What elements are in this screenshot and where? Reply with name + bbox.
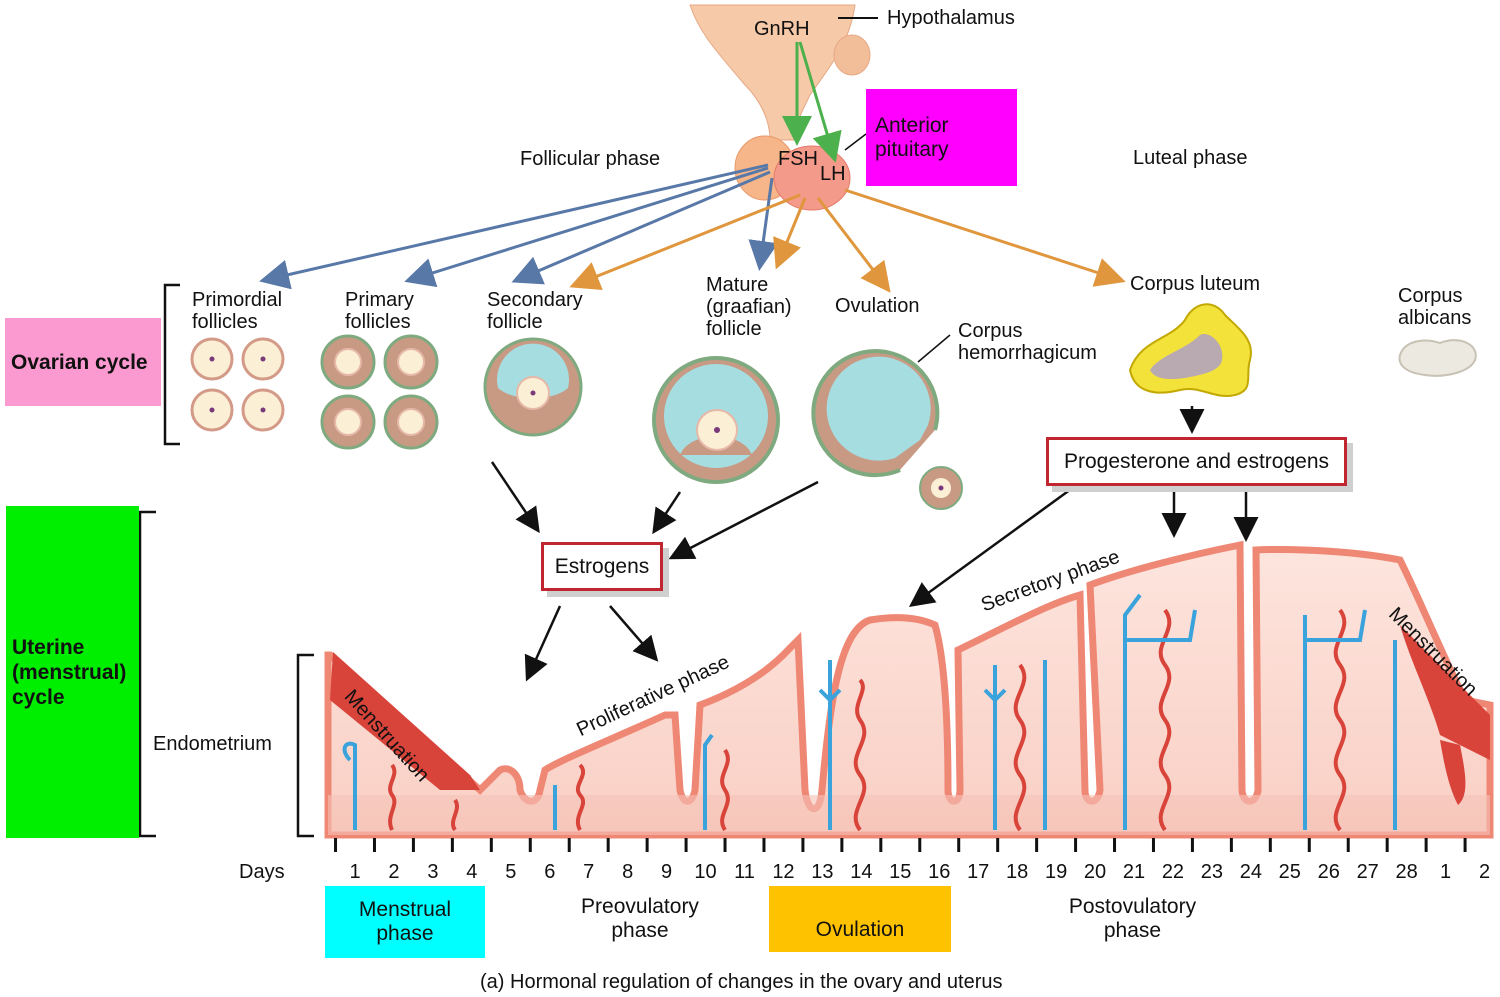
lh-arrows bbox=[569, 188, 1126, 293]
ovulation-follicle-illustration bbox=[811, 334, 963, 510]
lh-label: LH bbox=[820, 163, 846, 185]
day-number: 27 bbox=[1356, 861, 1379, 883]
day-number: 18 bbox=[1006, 861, 1029, 883]
day-number: 9 bbox=[661, 861, 673, 883]
endometrium-label: Endometrium bbox=[153, 733, 272, 755]
day-number: 14 bbox=[850, 861, 873, 883]
corpus-albicans-label: Corpus albicans bbox=[1398, 285, 1472, 329]
corpus-luteum-label: Corpus luteum bbox=[1130, 273, 1261, 295]
days-label: Days bbox=[239, 861, 285, 883]
luteal-phase-label: Luteal phase bbox=[1133, 147, 1248, 169]
preovulatory-phase-label: Preovulatory phase bbox=[581, 895, 699, 942]
corpus-hemorrhagicum-label: Corpus hemorrhagicum bbox=[958, 320, 1097, 364]
day-number: 1 bbox=[1440, 861, 1452, 883]
endometrium-illustration bbox=[324, 540, 1494, 839]
ovarian-bracket bbox=[163, 283, 180, 446]
figure-caption: (a) Hormonal regulation of changes in th… bbox=[480, 971, 1003, 993]
uterine-bracket bbox=[138, 510, 156, 838]
day-number: 4 bbox=[466, 861, 478, 883]
ovulation-phase-box: Ovulation bbox=[769, 886, 951, 952]
postovulatory-phase-label: Postovulatory phase bbox=[1068, 895, 1197, 942]
day-number: 22 bbox=[1161, 861, 1185, 883]
day-number: 3 bbox=[427, 861, 439, 883]
day-number: 24 bbox=[1239, 861, 1262, 883]
day-number: 12 bbox=[772, 861, 795, 883]
mature-follicle-label: Mature (graafian) follicle bbox=[706, 274, 792, 340]
menstrual-phase-box: Menstrual phase bbox=[325, 886, 485, 958]
hormone-flow-arrows bbox=[490, 406, 1259, 682]
day-number: 10 bbox=[694, 861, 717, 883]
follicular-phase-label: Follicular phase bbox=[520, 148, 661, 170]
gnrh-lh-arrow bbox=[798, 41, 842, 163]
uterine-cycle-box: Uterine (menstrual) cycle bbox=[6, 506, 139, 838]
primary-follicles-illustration bbox=[320, 334, 439, 450]
day-number: 28 bbox=[1395, 861, 1418, 883]
day-number: 2 bbox=[1478, 861, 1491, 883]
day-number: 20 bbox=[1083, 861, 1107, 883]
day-number: 2 bbox=[388, 861, 400, 883]
day-number: 16 bbox=[928, 861, 951, 883]
corpus-albicans-illustration bbox=[1398, 339, 1477, 377]
secondary-follicle-label: Secondary follicle bbox=[487, 289, 583, 333]
mature-follicle-illustration bbox=[652, 356, 780, 484]
primary-follicles-label: Primary follicles bbox=[345, 289, 414, 333]
day-ticks bbox=[334, 838, 1467, 852]
estrogens-box: Estrogens bbox=[541, 542, 663, 591]
day-number: 15 bbox=[889, 861, 912, 883]
day-number: 26 bbox=[1317, 861, 1340, 883]
anterior-pituitary-box: Anterior pituitary bbox=[866, 89, 1017, 186]
day-number: 1 bbox=[349, 861, 361, 883]
secondary-follicle-illustration bbox=[483, 337, 583, 437]
hypothalamus-label: Hypothalamus bbox=[887, 7, 1015, 29]
primordial-follicles-label: Primordial follicles bbox=[192, 289, 283, 333]
corpus-luteum-illustration bbox=[1128, 303, 1252, 398]
day-number: 11 bbox=[734, 861, 755, 883]
gnrh-label: GnRH bbox=[754, 18, 810, 40]
day-number: 21 bbox=[1122, 861, 1146, 883]
day-number: 25 bbox=[1278, 861, 1301, 883]
fsh-arrows bbox=[259, 163, 779, 290]
day-number: 7 bbox=[583, 861, 595, 883]
day-number: 17 bbox=[967, 861, 990, 883]
day-number: 13 bbox=[811, 861, 834, 883]
day-number: 6 bbox=[544, 861, 556, 883]
ovarian-cycle-box: Ovarian cycle bbox=[5, 318, 161, 406]
day-number: 23 bbox=[1200, 861, 1224, 883]
ovulation-stage-label: Ovulation bbox=[835, 295, 920, 317]
day-number: 8 bbox=[622, 861, 634, 883]
progesterone-estrogens-box: Progesterone and estrogens bbox=[1046, 437, 1347, 486]
day-number: 19 bbox=[1044, 861, 1068, 883]
primordial-follicles-illustration bbox=[190, 337, 285, 432]
fsh-label: FSH bbox=[778, 148, 818, 170]
endometrium-bracket bbox=[296, 653, 314, 838]
day-number: 5 bbox=[505, 861, 517, 883]
